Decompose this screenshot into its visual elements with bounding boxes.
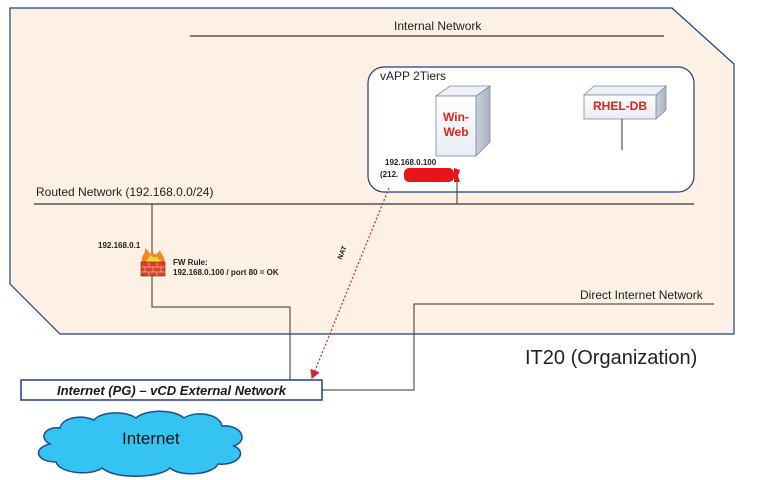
- internet-cloud: [37, 410, 243, 477]
- web-server-public-ip: (212.: [380, 170, 399, 179]
- firewall-icon: [140, 248, 166, 277]
- external-network-box: [20, 379, 323, 401]
- routed-network-label: Routed Network (192.168.0.0/24): [36, 185, 214, 199]
- internet-label: Internet: [122, 429, 180, 448]
- direct-network-label: Direct Internet Network: [580, 288, 703, 302]
- direct-network-line: [322, 303, 714, 391]
- gateway-ip: 192.168.0.1: [98, 241, 141, 250]
- firewall-rule-text: 192.168.0.100 / port 80 = OK: [173, 268, 279, 277]
- redaction-edge: [454, 168, 460, 182]
- firewall-rule-title: FW Rule:: [173, 258, 208, 267]
- db-server-cube: [582, 85, 668, 120]
- internal-network-label: Internal Network: [394, 19, 482, 33]
- organization-label: IT20 (Organization): [525, 347, 698, 369]
- web-server-label: Win- Web: [443, 110, 469, 139]
- web-server-cube: [434, 85, 492, 157]
- external-network-label: Internet (PG) – vCD External Network: [57, 383, 286, 398]
- redaction-mark: [404, 168, 454, 182]
- vapp-title: vAPP 2Tiers: [380, 69, 447, 83]
- routed-to-external-link: [151, 278, 291, 380]
- web-server-ip: 192.168.0.100: [385, 158, 437, 167]
- db-server-label: RHEL-DB: [593, 99, 647, 113]
